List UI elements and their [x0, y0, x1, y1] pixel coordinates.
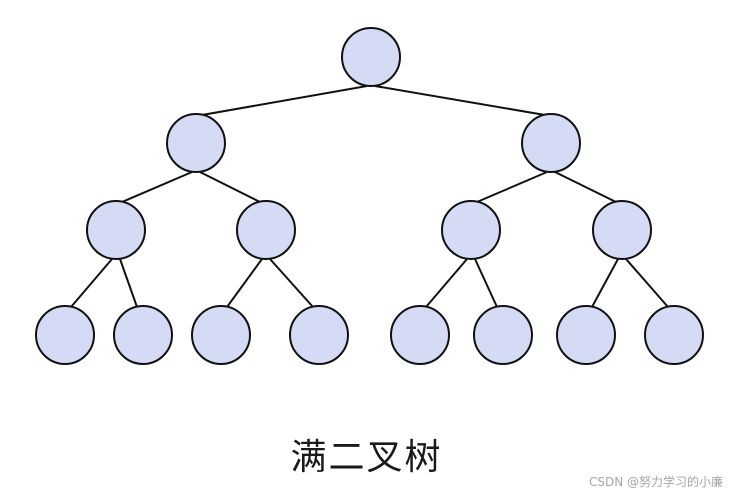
edge-n6-n12 [425, 258, 468, 308]
edge-n7-n14 [591, 258, 619, 308]
tree-node-n1 [341, 27, 401, 87]
edge-n3-n6 [476, 171, 548, 203]
tree-edges [70, 85, 669, 308]
tree-node-n7 [592, 200, 652, 260]
tree-node-n6 [441, 200, 501, 260]
edge-n4-n9 [119, 258, 138, 308]
tree-node-n5 [236, 200, 296, 260]
tree-node-n8 [35, 305, 95, 365]
tree-node-n15 [644, 305, 704, 365]
edge-n1-n3 [374, 85, 546, 116]
edge-n5-n11 [269, 258, 314, 308]
tree-node-n11 [289, 305, 349, 365]
edge-n5-n10 [226, 258, 263, 308]
watermark: CSDN @努力学习的小廉 [588, 475, 723, 489]
edge-n7-n15 [625, 258, 669, 308]
edge-n4-n8 [70, 258, 113, 308]
edge-n3-n7 [554, 171, 617, 203]
tree-node-n4 [86, 200, 146, 260]
tree-node-n14 [556, 305, 616, 365]
tree-node-n12 [390, 305, 450, 365]
edge-n1-n2 [201, 85, 368, 116]
tree-node-n2 [166, 113, 226, 173]
diagram-caption: 满二叉树 [290, 437, 443, 478]
tree-node-n10 [191, 305, 251, 365]
tree-node-n3 [521, 113, 581, 173]
tree-node-n9 [113, 305, 173, 365]
edge-n6-n13 [474, 258, 498, 308]
tree-node-n13 [473, 305, 533, 365]
edge-n2-n4 [121, 171, 193, 203]
edge-n2-n5 [199, 171, 261, 203]
tree-nodes [35, 27, 704, 365]
